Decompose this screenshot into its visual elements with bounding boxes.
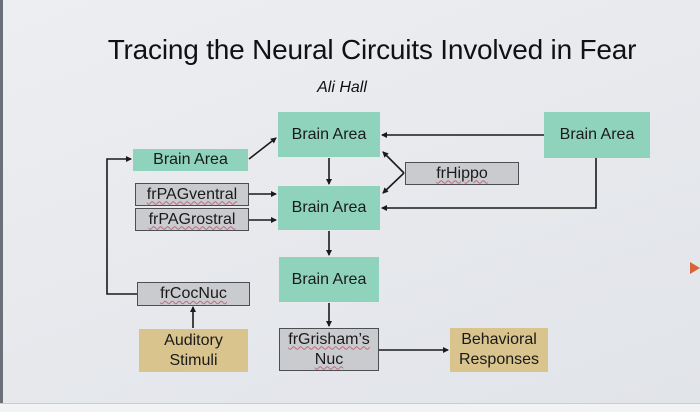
screen-bezel xyxy=(0,0,3,403)
node-label-line2: Stimuli xyxy=(169,351,218,369)
node-label-line2: Nuc xyxy=(314,350,344,368)
node-auditory-stimuli: Auditory Stimuli xyxy=(139,329,248,372)
node-fr-hippo: frHippo xyxy=(405,162,519,185)
node-label-line2: Responses xyxy=(458,351,540,368)
edge-left-to-top xyxy=(248,137,277,160)
node-label-line1: frGrisham’s xyxy=(288,330,370,348)
node-brain-area-lower: Brain Area xyxy=(279,257,379,302)
node-label: frPAGrostral xyxy=(148,210,236,228)
edge-hippo-to-top xyxy=(382,151,405,174)
node-fr-pag-ventral: frPAGventral xyxy=(135,183,249,206)
edge-hippo-to-middle xyxy=(382,172,405,194)
screen-bottom-edge xyxy=(0,403,700,412)
node-behavioral-responses: Behavioral Responses xyxy=(450,328,548,372)
node-label: Brain Area xyxy=(291,270,367,288)
node-fr-pag-rostral: frPAGrostral xyxy=(135,208,249,231)
node-brain-area-top: Brain Area xyxy=(278,112,380,157)
node-brain-area-right: Brain Area xyxy=(544,112,650,158)
node-label-line1: Behavioral xyxy=(461,331,537,348)
node-brain-area-left: Brain Area xyxy=(133,149,248,171)
mouse-cursor-icon xyxy=(690,262,700,274)
edge-right-to-middle xyxy=(381,158,597,211)
node-fr-coc-nuc: frCocNuc xyxy=(137,282,250,306)
node-label: frPAGventral xyxy=(146,185,238,203)
node-label: Brain Area xyxy=(559,126,635,143)
slide-author: Ali Hall xyxy=(317,79,367,96)
node-label: frCocNuc xyxy=(160,285,227,302)
node-label: frHippo xyxy=(436,164,488,182)
node-label: Brain Area xyxy=(291,125,367,143)
node-label: Brain Area xyxy=(291,199,367,216)
node-fr-grisham-nuc: frGrisham’s Nuc xyxy=(279,328,379,371)
slide-title: Tracing the Neural Circuits Involved in … xyxy=(107,34,637,65)
node-label-line1: Auditory xyxy=(164,331,223,349)
node-brain-area-middle: Brain Area xyxy=(278,186,380,230)
edge-cocnuc-to-left xyxy=(106,156,137,295)
node-label: Brain Area xyxy=(153,151,228,168)
